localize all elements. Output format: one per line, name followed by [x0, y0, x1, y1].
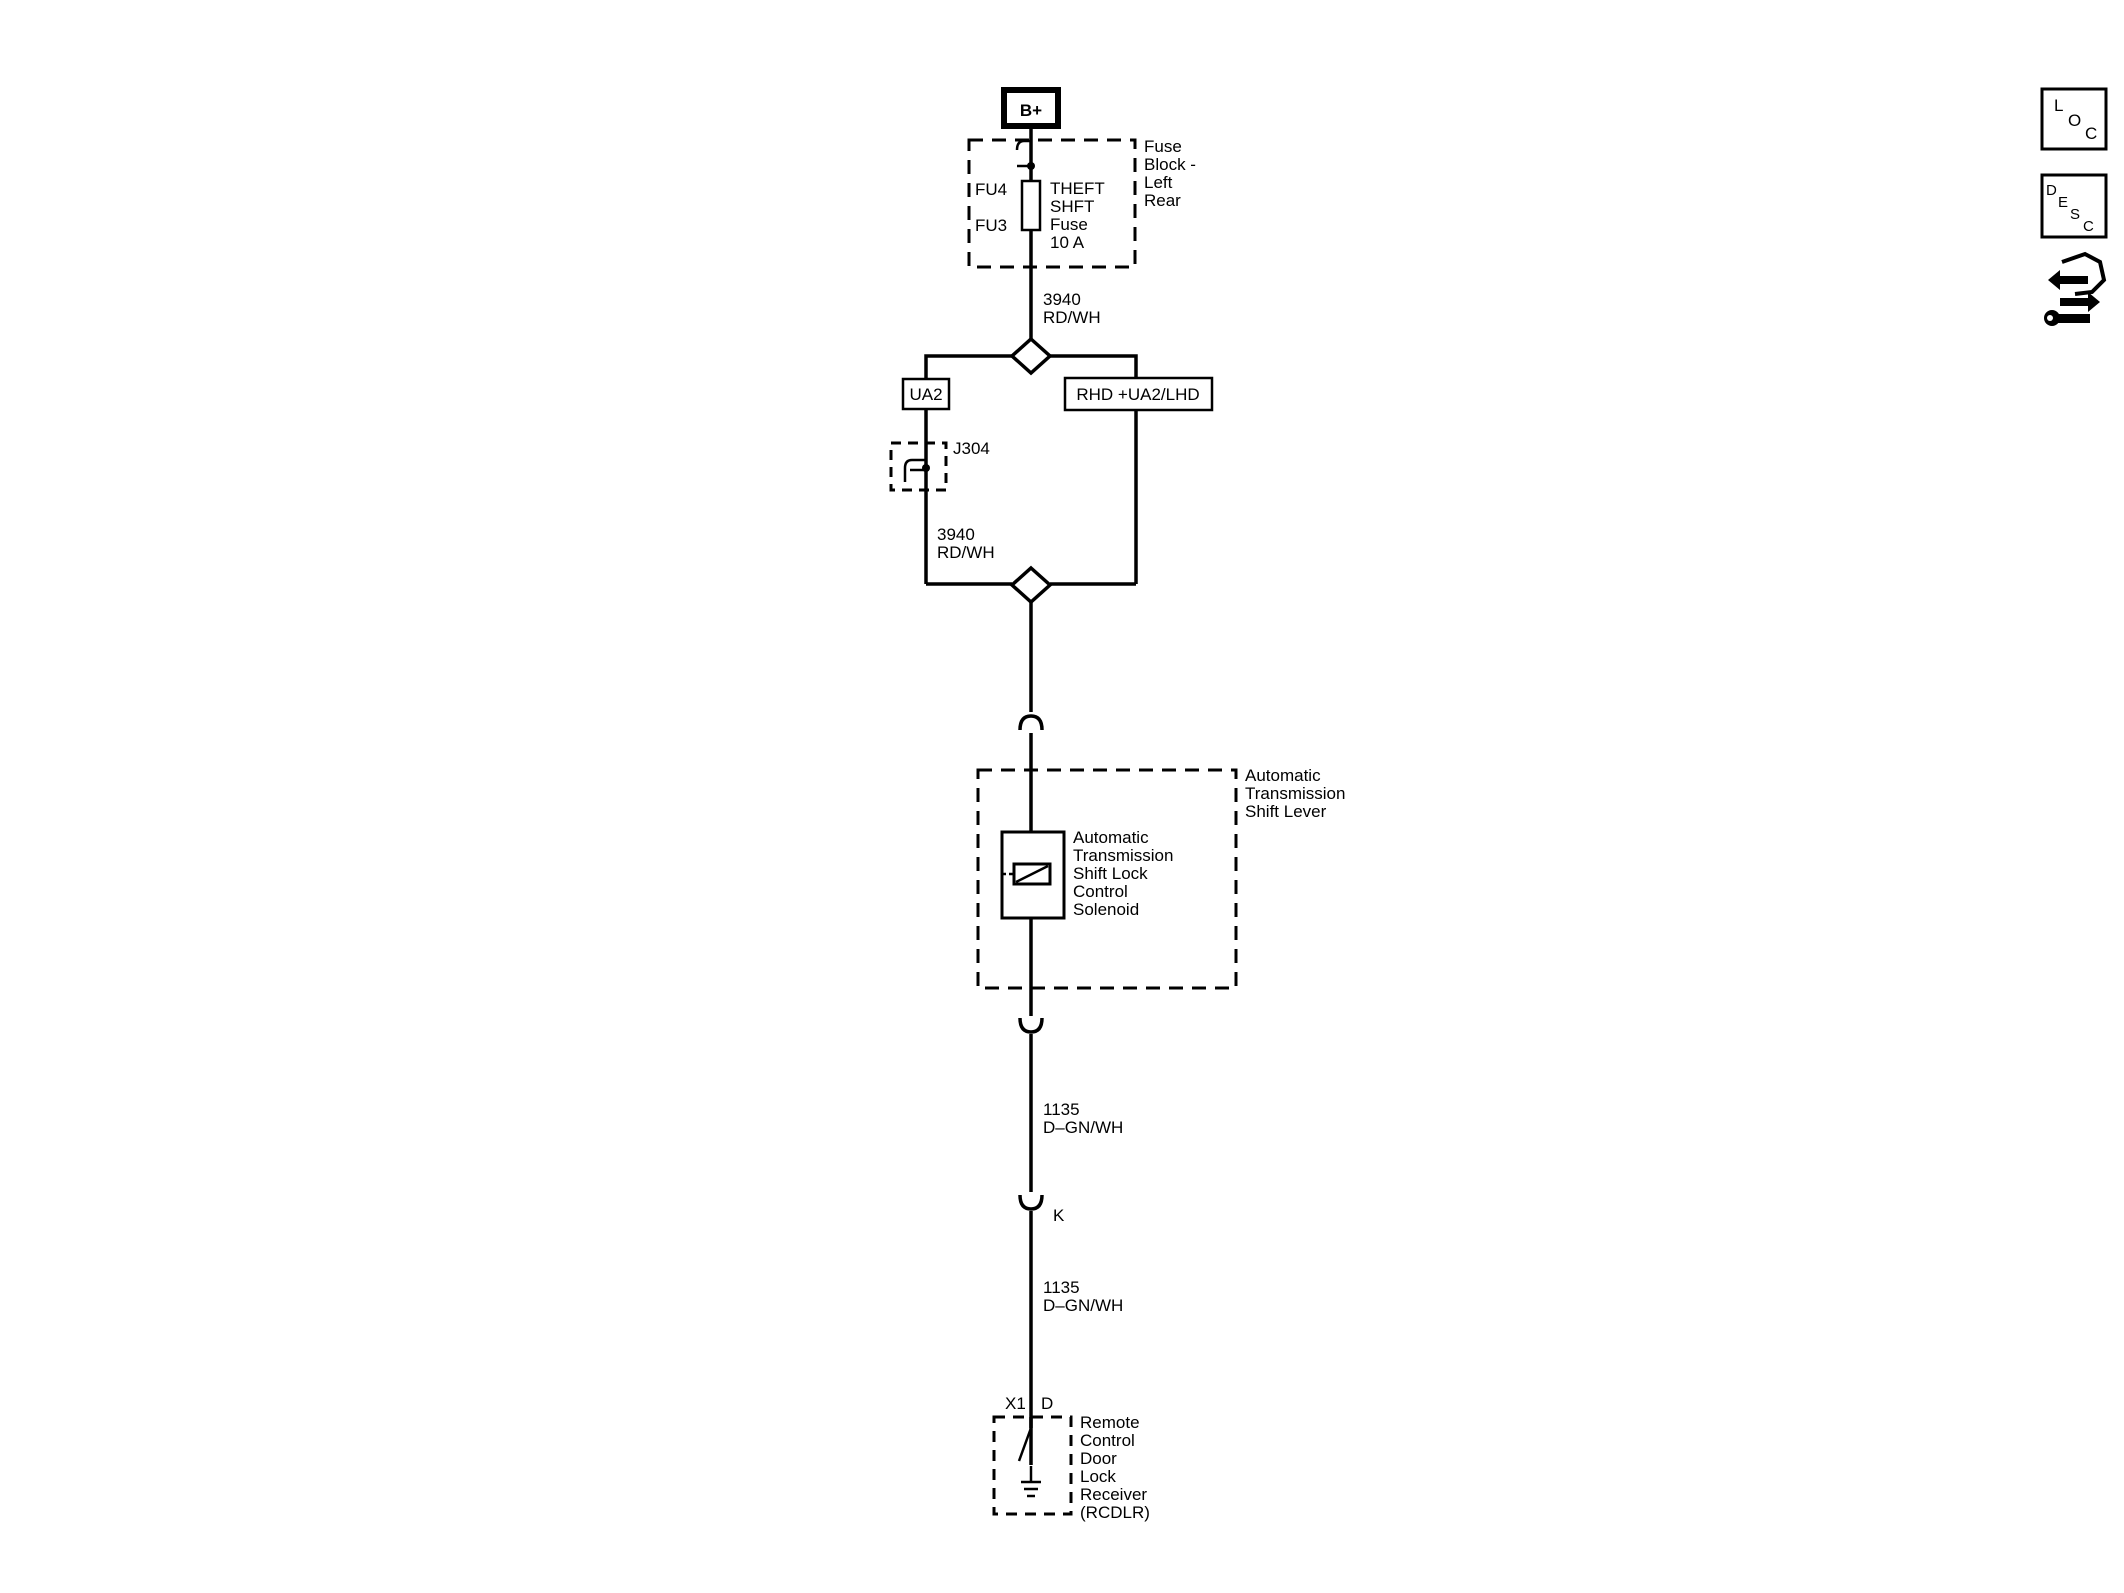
wire-1135-upper-color: D–GN/WH: [1043, 1118, 1123, 1137]
splice-diamond-bottom[interactable]: [1009, 565, 1053, 605]
wire-1135-upper-number: 1135: [1043, 1100, 1080, 1119]
tool-arrows-icon[interactable]: [2044, 251, 2107, 326]
receiver-name-line6: (RCDLR): [1080, 1503, 1150, 1522]
fuse-block-name-line1: Fuse: [1144, 137, 1182, 156]
shift-lever-name-line3: Shift Lever: [1245, 802, 1327, 821]
desc-letter-2: E: [2058, 194, 2068, 211]
loc-letter-1: L: [2054, 96, 2063, 115]
wire-1135-upper[interactable]: 1135 D–GN/WH: [1029, 1034, 1123, 1192]
shift-lever-module[interactable]: Automatic Transmission Shift Lever: [976, 766, 1345, 990]
loc-button[interactable]: L O C: [2040, 87, 2108, 151]
wire-3940-branch-number: 3940: [937, 525, 975, 544]
connector-shift-lever-out[interactable]: [1018, 1017, 1044, 1034]
wire-1135-lower-number: 1135: [1043, 1278, 1080, 1297]
wire-3940-branch-label: 3940 RD/WH: [937, 525, 995, 562]
shift-lever-name-line1: Automatic: [1245, 766, 1321, 785]
solenoid-name-line1: Automatic: [1073, 828, 1149, 847]
splice-pack-label: J304: [953, 439, 990, 458]
fuse-pin-top: FU4: [975, 180, 1007, 199]
wire-3940-branch-color: RD/WH: [937, 543, 995, 562]
fuse-label-line4: 10 A: [1050, 233, 1085, 252]
receiver-switch[interactable]: [1017, 1427, 1033, 1462]
connector-k[interactable]: K: [1018, 1194, 1065, 1225]
loc-letter-3: C: [2085, 124, 2097, 143]
option-label-rhd-lhd: RHD +UA2/LHD: [1063, 376, 1214, 412]
receiver-name-line2: Control: [1080, 1431, 1135, 1450]
fuse-pin-bottom: FU3: [975, 216, 1007, 235]
option-label-ua2: UA2: [901, 377, 951, 411]
power-source-b-plus[interactable]: B+: [1001, 87, 1061, 129]
remote-control-door-lock-receiver[interactable]: X1 D Remote Control Door Lock Receiver (…: [992, 1394, 1150, 1522]
fuse-theft-shft[interactable]: [1020, 179, 1042, 232]
shift-lever-name-line2: Transmission: [1245, 784, 1345, 803]
receiver-name-line4: Lock: [1080, 1467, 1116, 1486]
fuse-contact-top: [1015, 139, 1031, 151]
splice-pack-j304[interactable]: J304: [889, 439, 990, 492]
desc-letter-3: S: [2070, 206, 2080, 223]
branch-wires[interactable]: [924, 354, 1138, 586]
option-label-left-text: UA2: [909, 385, 942, 404]
connector-shift-lever-in[interactable]: [1018, 714, 1044, 731]
desc-button[interactable]: D E S C: [2040, 173, 2108, 239]
loc-letter-2: O: [2068, 111, 2081, 130]
wire-3940-main[interactable]: 3940 RD/WH: [1029, 267, 1101, 340]
solenoid-name-line4: Control: [1073, 882, 1128, 901]
option-label-right-text: RHD +UA2/LHD: [1076, 385, 1199, 404]
fuse-block-name-line4: Rear: [1144, 191, 1181, 210]
power-source-label: B+: [1020, 101, 1042, 120]
wire-3940-main-number: 3940: [1043, 290, 1081, 309]
wire-to-shift-lever[interactable]: [1018, 602, 1044, 1016]
fuse-label-line1: THEFT: [1050, 179, 1105, 198]
receiver-pin-label: D: [1041, 1394, 1053, 1413]
fuse-label-line2: SHFT: [1050, 197, 1094, 216]
splice-diamond-top[interactable]: [1009, 336, 1053, 376]
connector-k-label: K: [1053, 1206, 1065, 1225]
wire-3940-main-color: RD/WH: [1043, 308, 1101, 327]
receiver-name-line1: Remote: [1080, 1413, 1140, 1432]
receiver-name-line3: Door: [1080, 1449, 1117, 1468]
fuse-block-left-rear[interactable]: FU4 FU3 THEFT SHFT Fuse 10 A Fuse Block …: [967, 126, 1196, 269]
desc-letter-1: D: [2046, 182, 2057, 199]
receiver-connector-label: X1: [1005, 1394, 1026, 1413]
wire-1135-lower-color: D–GN/WH: [1043, 1296, 1123, 1315]
desc-letter-4: C: [2083, 218, 2094, 235]
fuse-block-name-line2: Block -: [1144, 155, 1196, 174]
solenoid-name-line3: Shift Lock: [1073, 864, 1148, 883]
shift-lock-solenoid[interactable]: Automatic Transmission Shift Lock Contro…: [1000, 828, 1173, 920]
fuse-block-name-line3: Left: [1144, 173, 1173, 192]
solenoid-name-line5: Solenoid: [1073, 900, 1139, 919]
solenoid-name-line2: Transmission: [1073, 846, 1173, 865]
fuse-label-line3: Fuse: [1050, 215, 1088, 234]
receiver-name-line5: Receiver: [1080, 1485, 1147, 1504]
